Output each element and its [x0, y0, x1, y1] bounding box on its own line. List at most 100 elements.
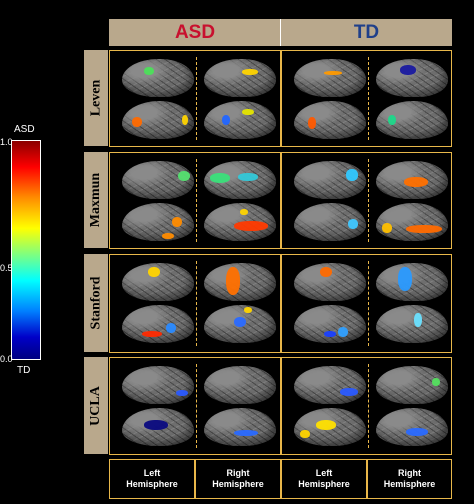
activation-region [176, 390, 188, 396]
lateral-brain-view [204, 161, 276, 199]
medial-brain-view [204, 305, 276, 343]
activation-region [397, 267, 412, 291]
activation-region [210, 173, 230, 183]
activation-region [340, 388, 358, 396]
hemisphere-divider [196, 159, 197, 242]
activation-region [387, 115, 396, 125]
activation-region [182, 115, 188, 125]
activation-region [348, 219, 358, 229]
activation-region [324, 71, 342, 75]
medial-brain-view [294, 408, 366, 446]
hemisphere-divider [368, 57, 369, 140]
activation-region [399, 65, 416, 75]
hemisphere-divider [368, 159, 369, 242]
medial-brain-view [375, 101, 448, 139]
row-label-ucla-text: UCLA [88, 385, 104, 426]
panel-td-row1 [281, 152, 452, 249]
activation-region [148, 267, 160, 277]
header-asd-label: ASD [174, 21, 216, 43]
row-label-maxmun: Maxmun [84, 152, 108, 248]
colorbar-bottom-label: TD [17, 365, 31, 376]
activation-region [234, 317, 246, 327]
hemisphere-divider [368, 261, 369, 346]
medial-brain-view [294, 101, 366, 139]
footer-left-line1-td: Left [315, 468, 333, 478]
medial-brain-view [294, 305, 366, 343]
panel-td-row3 [281, 357, 452, 455]
medial-brain-view [122, 305, 194, 343]
activation-region [405, 428, 428, 436]
colorbar [11, 140, 41, 360]
colorbar-top-label: ASD [14, 124, 35, 135]
activation-region [320, 267, 332, 277]
hemisphere-divider [368, 364, 369, 448]
row-label-leven: Leven [84, 50, 108, 146]
row-label-stanford: Stanford [84, 254, 108, 352]
activation-region [226, 267, 240, 295]
panel-td-row0 [281, 50, 452, 147]
lateral-brain-view [294, 263, 366, 301]
panel-asd-row1 [109, 152, 281, 249]
medial-brain-view [375, 408, 448, 446]
footer-right-line2-td: Hemisphere [383, 479, 436, 489]
activation-region [403, 177, 428, 187]
activation-region [132, 117, 142, 127]
activation-region [413, 313, 422, 327]
lateral-brain-view [294, 161, 366, 199]
footer-left-line1: Left [143, 468, 161, 478]
header-td: TD [281, 19, 452, 46]
lateral-brain-view [375, 59, 448, 97]
activation-region [346, 169, 358, 181]
colorbar-tick-min: 0.0 [0, 354, 13, 364]
activation-region [338, 327, 348, 337]
medial-brain-view [122, 101, 194, 139]
panel-asd-row2 [109, 254, 281, 353]
hemisphere-divider [196, 364, 197, 448]
footer-left-line2-td: Hemisphere [298, 479, 350, 489]
colorbar-tick-mid: 0.5 [0, 263, 13, 273]
row-label-ucla: UCLA [84, 357, 108, 454]
activation-region [431, 378, 440, 386]
panel-asd-row0 [109, 50, 281, 147]
activation-region [234, 430, 258, 436]
lateral-brain-view [375, 263, 448, 301]
activation-region [316, 420, 336, 430]
activation-region [166, 323, 176, 333]
lateral-brain-view [204, 263, 276, 301]
row-label-maxmun-text: Maxmun [88, 172, 104, 228]
activation-region [172, 217, 182, 227]
activation-region [162, 233, 174, 239]
lateral-brain-view [294, 366, 366, 404]
activation-region [244, 307, 252, 313]
activation-region [242, 69, 258, 75]
medial-brain-view [204, 408, 276, 446]
panel-td-row2 [281, 254, 452, 353]
colorbar-tick-max: 1.0 [0, 137, 13, 147]
activation-region [144, 420, 168, 430]
medial-brain-view [122, 408, 194, 446]
activation-region [144, 67, 154, 75]
medial-brain-view [375, 305, 448, 343]
lateral-brain-view [204, 59, 276, 97]
header-td-label: TD [353, 21, 380, 43]
activation-region [242, 109, 254, 115]
activation-region [308, 117, 316, 129]
activation-region [240, 209, 248, 215]
medial-brain-view [122, 203, 194, 241]
footer-right-line1-td: Right [398, 468, 421, 478]
lateral-brain-view [375, 366, 448, 404]
header-divider [280, 19, 281, 46]
panel-asd-row3 [109, 357, 281, 455]
lateral-brain-view [122, 59, 194, 97]
activation-region [324, 331, 336, 337]
lateral-brain-view [122, 161, 194, 199]
lateral-brain-view [122, 263, 194, 301]
activation-region [178, 171, 190, 181]
lateral-brain-view [294, 59, 366, 97]
activation-region [222, 115, 230, 125]
medial-brain-view [294, 203, 366, 241]
medial-brain-view [375, 203, 448, 241]
